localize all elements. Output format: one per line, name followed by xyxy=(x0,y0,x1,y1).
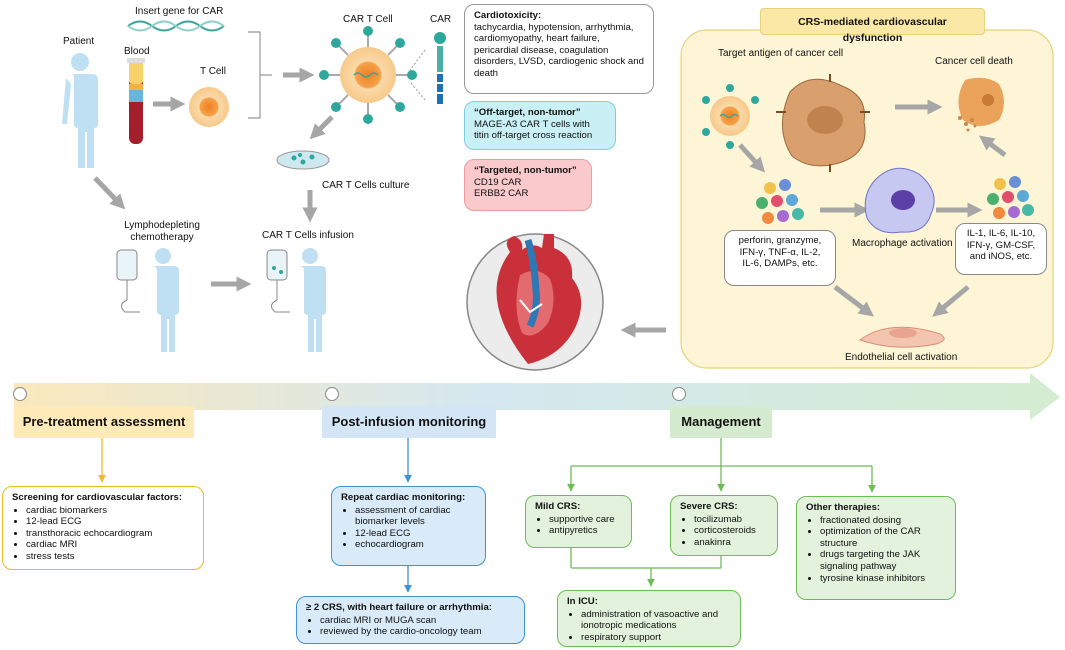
phase-post-infusion: Post-infusion monitoring xyxy=(322,406,496,438)
cardiotoxicity-title: Cardiotoxicity: xyxy=(474,10,542,21)
patient-right-icon xyxy=(299,248,326,352)
repeat-item: echocardiogram xyxy=(355,539,476,551)
targeted-line: CD19 CAR xyxy=(474,176,522,188)
repeat-item: assessment of cardiac biomarker levels xyxy=(355,505,476,528)
patient-left-icon xyxy=(152,248,179,352)
cytokines-left-box: perforin, granzyme, IFN-γ, TNF-α, IL-2, … xyxy=(724,230,836,286)
repeat-monitoring-box: Repeat cardiac monitoring: assessment of… xyxy=(331,486,486,566)
crs2-box: ≥ 2 CRS, with heart failure or arrhythmi… xyxy=(296,596,525,644)
lymphodepleting-label: Lymphodepleting chemotherapy xyxy=(124,220,200,243)
crs-car-t-cell-icon xyxy=(702,84,759,149)
blood-tube-icon xyxy=(127,58,145,144)
timeline-marker xyxy=(325,387,339,401)
car-t-cell-icon xyxy=(319,26,417,124)
crs2-item: reviewed by the cardio-oncology team xyxy=(320,626,515,638)
cancer-death-label: Cancer cell death xyxy=(935,56,1013,67)
other-item: drugs targeting the JAK signaling pathwa… xyxy=(820,549,946,572)
insert-gene-label: Insert gene for CAR xyxy=(135,6,224,17)
targeted-box: “Targeted, non-tumor” CD19 CAR ERBB2 CAR xyxy=(464,159,592,211)
off-target-text: MAGE-A3 CAR T cells with titin off-targe… xyxy=(474,118,593,142)
icu-item: respiratory support xyxy=(581,632,731,644)
screening-item: transthoracic echocardiogram xyxy=(26,528,194,540)
endothelial-cell-icon xyxy=(858,326,945,348)
targeted-title: “Targeted, non-tumor” xyxy=(474,165,577,176)
screening-box: Screening for cardiovascular factors: ca… xyxy=(2,486,204,570)
car-receptor-icon xyxy=(409,32,446,104)
repeat-title: Repeat cardiac monitoring: xyxy=(341,492,466,503)
screening-item: stress tests xyxy=(26,551,194,563)
t-cell-icon xyxy=(189,87,229,127)
screening-item: cardiac biomarkers xyxy=(26,505,194,517)
timeline-arrow xyxy=(14,373,1060,420)
screening-title: Screening for cardiovascular factors: xyxy=(12,492,183,503)
cytokines-left-icon xyxy=(756,179,804,224)
mild-item: antipyretics xyxy=(549,525,622,537)
timeline-marker xyxy=(13,387,27,401)
cytokines-right-box: IL-1, IL-6, IL-10, IFN-γ, GM-CSF, and iN… xyxy=(955,223,1047,275)
macrophage-icon xyxy=(864,167,935,234)
car-t-cell-label: CAR T Cell xyxy=(343,14,393,25)
other-therapies-box: Other therapies: fractionated dosing opt… xyxy=(796,496,956,600)
crs-title: CRS-mediated cardiovascular dysfunction xyxy=(760,8,985,44)
cytokines-right-icon xyxy=(987,176,1034,219)
crs2-item: cardiac MRI or MUGA scan xyxy=(320,615,515,627)
patient-label: Patient xyxy=(63,36,95,47)
dead-cancer-cell-icon xyxy=(958,77,1004,132)
other-title: Other therapies: xyxy=(806,502,881,513)
iv-bag-right-icon xyxy=(266,249,290,313)
cancer-cell-icon xyxy=(776,74,870,172)
blood-label: Blood xyxy=(124,46,150,57)
mild-title: Mild CRS: xyxy=(535,501,581,512)
timeline-marker xyxy=(672,387,686,401)
culture-label: CAR T Cells culture xyxy=(322,180,410,191)
icu-box: In ICU: administration of vasoactive and… xyxy=(557,590,741,647)
patient-figure-icon xyxy=(62,53,98,168)
mild-crs-box: Mild CRS: supportive care antipyretics xyxy=(525,495,632,548)
screening-item: cardiac MRI xyxy=(26,539,194,551)
severe-item: anakinra xyxy=(694,537,768,549)
icu-title: In ICU: xyxy=(567,596,598,607)
severe-item: corticosteroids xyxy=(694,525,768,537)
iv-bag-left-icon xyxy=(116,249,140,313)
off-target-box: “Off-target, non-tumor” MAGE-A3 CAR T ce… xyxy=(464,101,616,150)
off-target-title: “Off-target, non-tumor” xyxy=(474,107,581,118)
cardiotoxicity-box: Cardiotoxicity: tachycardia, hypotension… xyxy=(464,4,654,94)
dna-icon xyxy=(127,20,225,32)
mild-item: supportive care xyxy=(549,514,622,526)
screening-item: 12-lead ECG xyxy=(26,516,194,528)
crs2-title: ≥ 2 CRS, with heart failure or arrhythmi… xyxy=(306,602,492,613)
bracket xyxy=(248,31,272,119)
macrophage-label: Macrophage activation xyxy=(852,238,953,249)
endothelial-label: Endothelial cell activation xyxy=(845,352,958,363)
cardiotoxicity-text: tachycardia, hypotension, arrhythmia, ca… xyxy=(474,21,644,79)
phase-management: Management xyxy=(670,406,772,438)
other-item: fractionated dosing xyxy=(820,515,946,527)
flow-arrows xyxy=(93,67,1007,338)
other-item: tyrosine kinase inhibitors xyxy=(820,573,946,585)
heart-icon xyxy=(466,233,604,371)
targeted-line: ERBB2 CAR xyxy=(474,188,529,200)
connector-management xyxy=(567,438,876,587)
infusion-label: CAR T Cells infusion xyxy=(262,230,354,241)
repeat-item: 12-lead ECG xyxy=(355,528,476,540)
severe-title: Severe CRS: xyxy=(680,501,738,512)
severe-item: tocilizumab xyxy=(694,514,768,526)
target-antigen-label: Target antigen of cancer cell xyxy=(718,48,844,59)
severe-crs-box: Severe CRS: tocilizumab corticosteroids … xyxy=(670,495,778,556)
t-cell-label: T Cell xyxy=(200,66,226,77)
other-item: optimization of the CAR structure xyxy=(820,526,946,549)
culture-dish-icon xyxy=(276,150,330,170)
phase-pre-treatment: Pre-treatment assessment xyxy=(14,406,194,438)
car-label: CAR xyxy=(430,14,452,25)
icu-item: administration of vasoactive and ionotro… xyxy=(581,609,731,632)
